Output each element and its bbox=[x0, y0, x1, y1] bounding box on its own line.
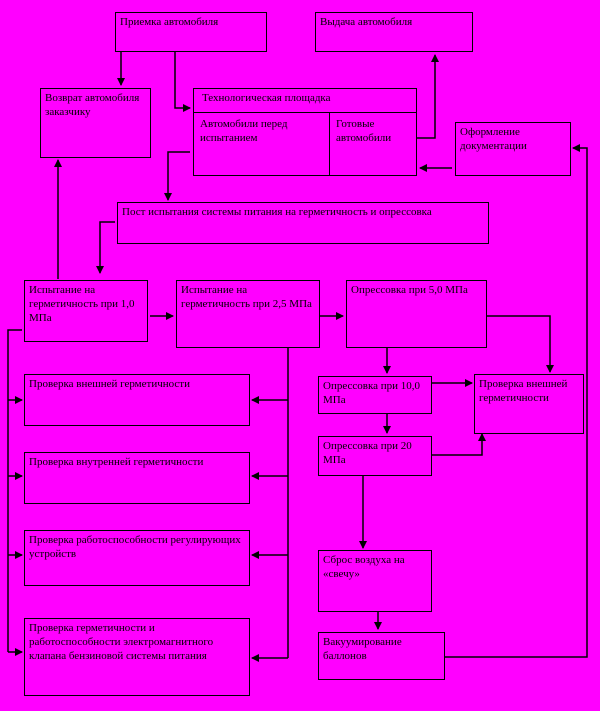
box-opr-5-text: Опрессовка при 5,0 МПа bbox=[351, 284, 468, 296]
arrow-post-isp1 bbox=[96, 221, 115, 274]
box-oformlenie-text: Оформление документации bbox=[460, 126, 527, 152]
box-proverka-vneshn-right: Проверка внешней герметичности bbox=[474, 374, 584, 434]
box-proverka-vnutr-text: Проверка внутренней герметичности bbox=[29, 456, 204, 468]
box-isp-1-text: Испытание на герметичность при 1,0 МПа bbox=[29, 284, 135, 324]
box-post: Пост испытания системы питания на гермет… bbox=[117, 202, 489, 244]
box-isp-1: Испытание на герметичность при 1,0 МПа bbox=[24, 280, 148, 342]
arrow-gotovye-vydacha bbox=[417, 54, 439, 139]
box-isp-25: Испытание на герметичность при 2,5 МПа bbox=[176, 280, 320, 348]
box-opr-10: Опрессовка при 10,0 МПа bbox=[318, 376, 432, 414]
box-proverka-rabot: Проверка работоспособности регулирующих … bbox=[24, 530, 250, 586]
arrow-tech-post bbox=[164, 151, 190, 201]
box-proverka-vneshn-right-text: Проверка внешней герметичности bbox=[479, 378, 568, 404]
arrow-opr20-proverka-right bbox=[432, 433, 486, 456]
box-opr-10-text: Опрессовка при 10,0 МПа bbox=[323, 380, 421, 406]
box-proverka-klapan: Проверка герметичности и работоспособнос… bbox=[24, 618, 250, 696]
arrow-opr5-proverka-right bbox=[487, 315, 554, 373]
arrow-vakuum-oformlenie bbox=[445, 144, 588, 658]
box-isp-25-text: Испытание на герметичность при 2,5 МПа bbox=[181, 284, 312, 310]
box-proverka-vneshn-text: Проверка внешней герметичности bbox=[29, 378, 190, 390]
box-vozvrat-text: Возврат автомобиля заказчику bbox=[45, 92, 140, 118]
tech-platform-right: Готовые автомобили bbox=[336, 118, 392, 144]
box-tech-platform: Технологическая площадка Автомобили пере… bbox=[193, 88, 417, 176]
box-sbros-text: Сброс воздуха на «свечу» bbox=[323, 554, 405, 580]
box-post-text: Пост испытания системы питания на гермет… bbox=[122, 206, 432, 218]
box-proverka-rabot-text: Проверка работоспособности регулирующих … bbox=[29, 534, 241, 560]
box-opr-20: Опрессовка при 20 МПа bbox=[318, 436, 432, 476]
box-oformlenie: Оформление документации bbox=[455, 122, 571, 176]
arrow-priemka-tech bbox=[174, 52, 191, 112]
box-proverka-vnutr: Проверка внутренней герметичности bbox=[24, 452, 250, 504]
box-sbros: Сброс воздуха на «свечу» bbox=[318, 550, 432, 612]
box-vydacha: Выдача автомобиля bbox=[315, 12, 473, 52]
tech-platform-left: Автомобили перед испытанием bbox=[194, 113, 330, 175]
box-opr-5: Опрессовка при 5,0 МПа bbox=[346, 280, 487, 348]
box-vakuum-text: Вакуумирование баллонов bbox=[323, 636, 402, 662]
box-proverka-klapan-text: Проверка герметичности и работоспособнос… bbox=[29, 622, 214, 662]
box-vozvrat: Возврат автомобиля заказчику bbox=[40, 88, 151, 158]
box-priemka: Приемка автомобиля bbox=[115, 12, 267, 52]
bus-left bbox=[7, 329, 22, 652]
box-priemka-text: Приемка автомобиля bbox=[120, 16, 219, 28]
box-opr-20-text: Опрессовка при 20 МПа bbox=[323, 440, 412, 466]
box-vakuum: Вакуумирование баллонов bbox=[318, 632, 445, 680]
box-proverka-vneshn: Проверка внешней герметичности bbox=[24, 374, 250, 426]
box-vydacha-text: Выдача автомобиля bbox=[320, 16, 413, 28]
tech-platform-title: Технологическая площадка bbox=[194, 89, 416, 113]
